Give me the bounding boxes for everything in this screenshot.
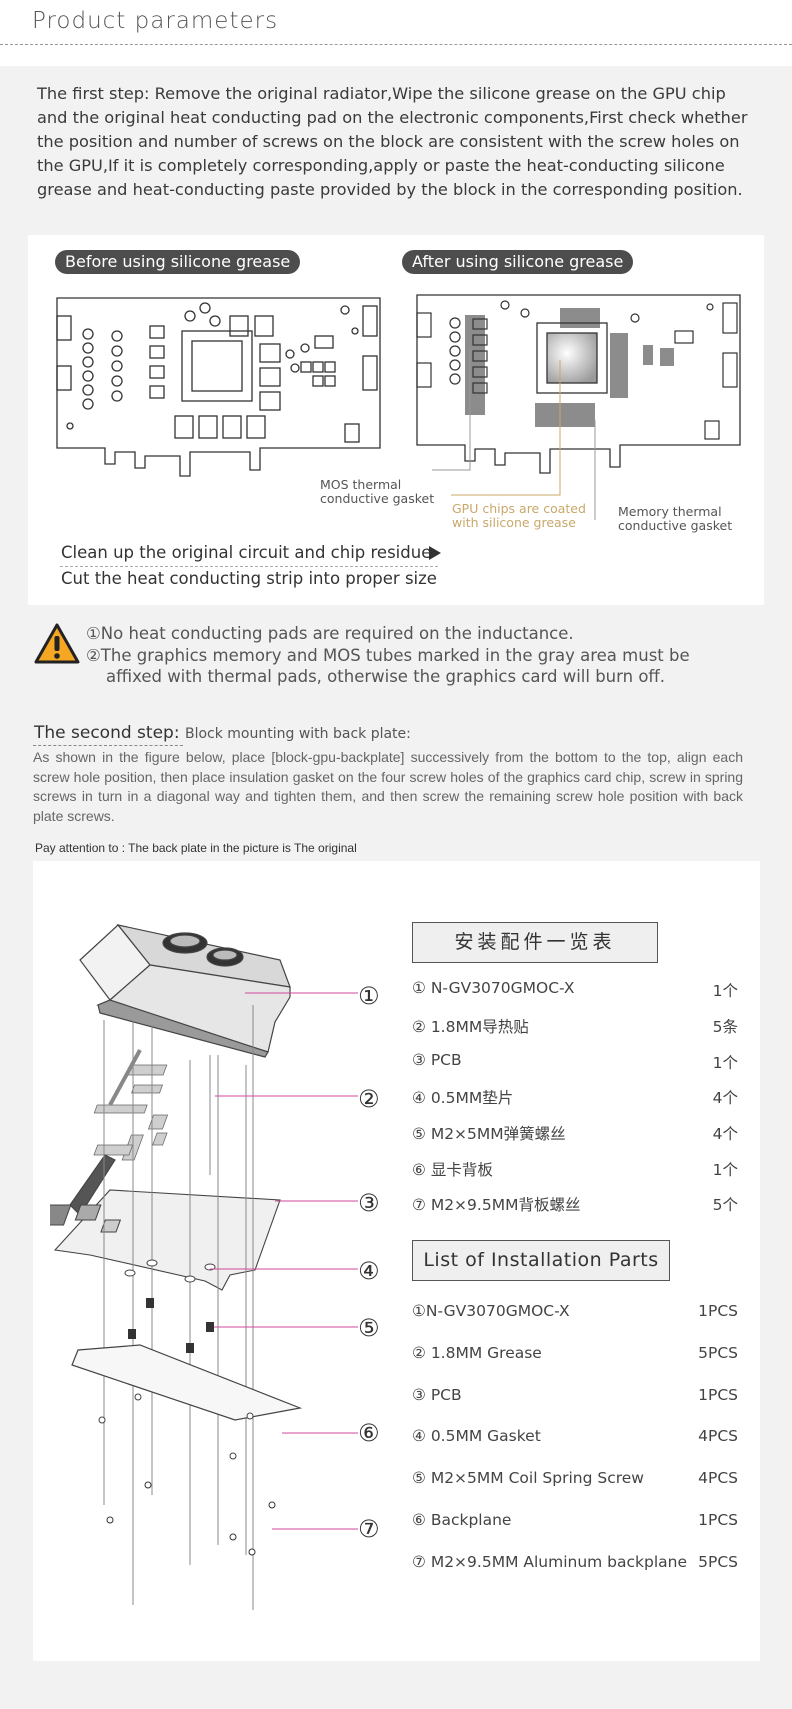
second-step-subtitle: Block mounting with back plate: xyxy=(184,726,411,742)
callout-mos-line2: conductive gasket xyxy=(320,491,435,506)
parts-en-row-7-label: ⑦ M2×9.5MM Aluminum backplane xyxy=(412,1553,688,1571)
parts-cn-row-6-qty: 1个 xyxy=(712,1161,738,1179)
parts-en-title: List of Installation Parts xyxy=(412,1240,670,1281)
parts-en-row-2-label: ② 1.8MM Grease xyxy=(412,1344,542,1362)
step-clean: Clean up the original circuit and chip r… xyxy=(61,543,432,562)
parts-cn-row-2-label: ② 1.8MM导热贴 xyxy=(412,1018,529,1036)
exploded-assembly-diagram xyxy=(50,924,358,1610)
marker-3: ③ xyxy=(358,1189,380,1217)
marker-6: ⑥ xyxy=(358,1419,380,1447)
marker-5: ⑤ xyxy=(358,1314,380,1342)
first-step-text: The first step: Remove the original radi… xyxy=(37,84,748,199)
parts-en-row-4-qty: 4PCS xyxy=(698,1427,738,1445)
parts-cn-row-5-qty: 4个 xyxy=(712,1125,738,1143)
marker-2: ② xyxy=(358,1085,380,1113)
marker-7: ⑦ xyxy=(358,1515,380,1543)
marker-1: ① xyxy=(358,982,380,1010)
parts-cn-row-7-qty: 5个 xyxy=(712,1196,738,1214)
parts-en-row-3-label: ③ PCB xyxy=(412,1386,462,1404)
warning-triangle-icon xyxy=(34,623,80,664)
second-step-underline xyxy=(33,745,183,746)
callout-mos: MOS thermal conductive gasket xyxy=(320,478,434,506)
parts-cn-row-4-qty: 4个 xyxy=(712,1089,738,1107)
callout-leaders xyxy=(432,350,596,520)
parts-cn-row-3-qty: 1个 xyxy=(712,1054,738,1072)
callout-gpu-line2: with silicone grease xyxy=(452,515,576,530)
parts-en-row-1-qty: 1PCS xyxy=(698,1302,738,1320)
parts-en-row-4-label: ④ 0.5MM Gasket xyxy=(412,1427,541,1445)
callout-memory-line1: Memory thermal xyxy=(618,504,722,519)
after-label: After using silicone grease xyxy=(402,250,634,274)
warning-line1: ①No heat conducting pads are required on… xyxy=(86,624,574,643)
page-title: Product parameters xyxy=(32,8,279,34)
parts-en-row-3-qty: 1PCS xyxy=(698,1386,738,1404)
parts-cn-row-2-qty: 5条 xyxy=(712,1018,738,1036)
before-label: Before using silicone grease xyxy=(55,250,301,274)
warning-line3: affixed with thermal pads, otherwise the… xyxy=(106,667,666,686)
parts-cn-row-1-qty: 1个 xyxy=(712,982,738,1000)
step-divider xyxy=(60,566,438,567)
parts-cn-row-1-label: ① N-GV3070GMOC-X xyxy=(412,979,575,997)
callout-gpu-line1: GPU chips are coated xyxy=(452,501,586,516)
callout-memory-line2: conductive gasket xyxy=(618,518,733,533)
callout-mos-line1: MOS thermal xyxy=(320,477,402,492)
second-step-body: As shown in the figure below, place [blo… xyxy=(33,749,743,824)
parts-en-row-6-qty: 1PCS xyxy=(698,1511,738,1529)
comparison-card xyxy=(28,235,764,605)
parts-cn-row-6-label: ⑥ 显卡背板 xyxy=(412,1161,493,1179)
parts-en-row-5-label: ⑤ M2×5MM Coil Spring Screw xyxy=(412,1469,644,1487)
header-divider xyxy=(0,44,792,45)
before-board-diagram xyxy=(56,297,381,477)
parts-en-row-6-label: ⑥ Backplane xyxy=(412,1511,512,1529)
parts-en-row-5-qty: 4PCS xyxy=(698,1469,738,1487)
parts-en-row-1-label: ①N-GV3070GMOC-X xyxy=(412,1302,570,1320)
parts-cn-title: 安装配件一览表 xyxy=(412,922,658,963)
second-step-title: The second step: xyxy=(34,723,180,743)
warning-line2: ②The graphics memory and MOS tubes marke… xyxy=(86,646,690,665)
play-arrow-icon xyxy=(429,546,441,560)
parts-cn-row-4-label: ④ 0.5MM垫片 xyxy=(412,1089,514,1107)
parts-cn-row-3-label: ③ PCB xyxy=(412,1051,462,1069)
attention-note: Pay attention to : The back plate in the… xyxy=(35,841,357,855)
parts-cn-row-7-label: ⑦ M2×9.5MM背板螺丝 xyxy=(412,1196,581,1214)
second-step-heading: The second step: Block mounting with bac… xyxy=(34,723,411,743)
parts-en-row-2-qty: 5PCS xyxy=(698,1344,738,1362)
step-cut: Cut the heat conducting strip into prope… xyxy=(61,569,437,588)
marker-4: ④ xyxy=(358,1257,380,1285)
parts-cn-row-5-label: ⑤ M2×5MM弹簧螺丝 xyxy=(412,1125,566,1143)
callout-gpu: GPU chips are coated with silicone greas… xyxy=(452,502,586,530)
callout-memory: Memory thermal conductive gasket xyxy=(618,505,732,533)
parts-en-row-7-qty: 5PCS xyxy=(698,1553,738,1571)
